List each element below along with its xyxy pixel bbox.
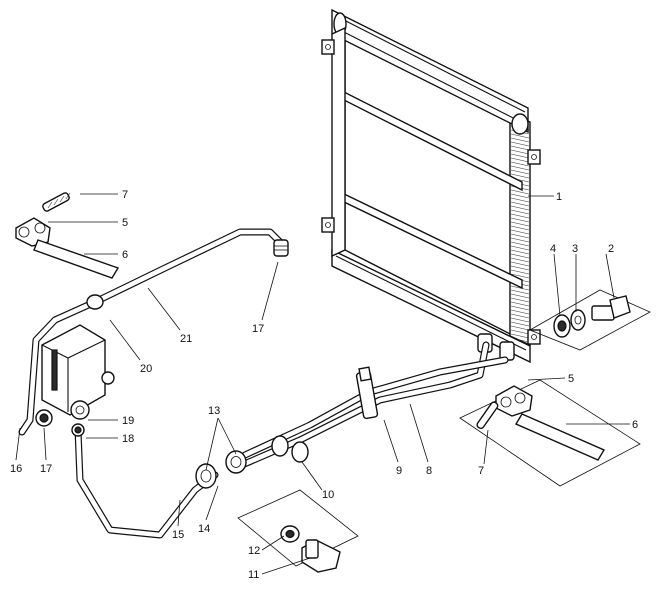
cooler-core [321,8,541,364]
bolt-washer-set-upper [529,289,651,351]
callout-c7a: 7 [122,189,128,201]
callout-c17a: 17 [252,323,264,335]
valve-block [35,324,115,437]
callout-c12: 12 [248,545,260,557]
callout-c15: 15 [172,529,184,541]
callout-c20: 20 [140,363,152,375]
coolant-pipes [18,228,509,539]
callout-c6b: 6 [632,419,638,431]
callout-c2: 2 [608,243,614,255]
leader-lines [15,193,630,575]
callout-c6a: 6 [122,249,128,261]
bolt-washer-set-lower [237,489,359,573]
callout-c17b: 17 [40,463,52,475]
pipe-couplers [195,435,309,489]
callout-c11: 11 [248,569,259,581]
strap-clip-assembly-left [15,192,120,279]
callout-c7b: 7 [478,465,484,477]
callout-c19: 19 [122,415,134,427]
callout-c16: 16 [10,463,22,475]
callout-c4: 4 [550,243,556,255]
pipe-clamp [355,366,379,420]
strap-clip-assembly-right [459,379,641,487]
callout-c13: 13 [208,405,220,417]
callout-c21: 21 [180,333,192,345]
pipe-fitting [86,294,104,310]
upper-fitting [273,239,289,257]
callout-c5a: 5 [122,217,128,229]
callout-c10: 10 [322,489,334,501]
callout-c3: 3 [572,243,578,255]
callout-c1: 1 [556,191,562,203]
callout-c8: 8 [426,465,432,477]
callout-c14: 14 [198,523,210,535]
callout-c18: 18 [122,433,134,445]
callout-c9: 9 [396,465,402,477]
callout-c5b: 5 [568,373,574,385]
